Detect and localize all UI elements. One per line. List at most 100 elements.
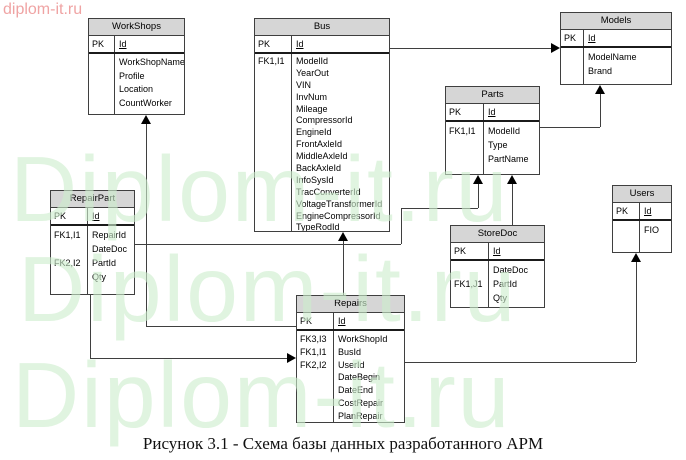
arrowhead-icon-repairs-to-bus [338,232,348,241]
field-name: Type [488,140,508,150]
field-name: Brand [588,66,613,76]
entity-title: Parts [446,87,539,104]
relationship-line-repairs-to-bus [343,241,345,295]
field-name: RepairId [92,230,127,240]
fk-label [258,139,291,151]
pk-field-cell: Id [488,107,496,117]
entity-title: RepairPart [51,191,134,208]
fk-label [454,291,488,305]
relationship-line-bus-to-models [390,48,551,50]
fk-label [449,152,483,166]
pk-field-cell: Id [644,206,652,216]
relationship-line-repairpart-to-parts [478,184,480,208]
field-name: Qty [493,293,508,303]
field-column: FIO [640,221,671,252]
fk-label [258,127,291,139]
key-column [613,221,640,252]
key-column [89,54,115,114]
field-name: VIN [296,79,312,90]
field-name: EngineId [296,127,332,138]
pk-field-cell: Id [338,316,346,326]
arrowhead-icon-repairpart-to-repairs [287,353,296,363]
fk-label [258,199,291,211]
field-name: Location [119,84,154,94]
pk-label-cell: PK [89,36,115,52]
field-name: PartName [488,154,529,164]
relationship-line-repairs-to-workshops [146,124,148,326]
relationship-line-repairpart-to-parts [401,208,478,210]
relationship-line-repairs-to-users [636,262,638,362]
fk-label [258,92,291,104]
fk-label [300,410,333,423]
fk-label: FK1,J1 [454,279,483,289]
field-name: EngineCompressorId [296,210,381,221]
fk-label [300,384,333,397]
entity-title: Repairs [297,296,404,313]
fk-label [564,64,583,78]
fk-label [92,70,114,84]
relationship-line-repairpart-to-repairs [90,358,287,360]
fk-label [258,115,291,127]
field-name: FrontAxleId [296,139,343,150]
fk-label [258,222,291,234]
arrowhead-icon-repairs-to-workshops [141,115,151,124]
pk-field-cell: Id [296,39,304,49]
field-name: ModelName [588,52,637,62]
key-column [561,48,584,84]
field-name: DateDoc [493,265,529,275]
fk-label: FK2,I2 [300,359,327,370]
entity-title: WorkShops [89,19,184,36]
pk-field-cell: Id [493,246,501,256]
arrowhead-icon-repairs-to-users [631,253,641,262]
relationship-line-repairs-to-users [405,362,636,364]
relationship-line-repairpart-to-repairs [90,295,92,358]
relationship-line-storedoc-to-parts [512,184,514,225]
fk-label: FK1,I1 [449,126,476,136]
pk-label-cell: PK [561,30,584,46]
primary-key-row: PK Id [297,313,404,331]
fk-label [258,187,291,199]
fk-label: FK3,I3 [300,334,327,344]
field-name: TracConverterId [296,186,361,197]
fk-label: FK1,I1 [258,56,285,66]
field-name: WorkShopName [119,57,184,67]
fk-label [616,223,639,237]
primary-key-row: PK Id [613,203,671,221]
entity-title: Bus [255,19,389,36]
fk-label: FK2,I2 [54,258,81,268]
field-name: BusId [338,346,362,357]
pk-label-cell: PK [255,36,292,52]
pk-label-cell: PK [613,203,640,219]
field-name: FIO [644,225,659,235]
pk-label-cell: PK [297,313,334,329]
pk-label-cell: PK [446,104,484,120]
entity-title: Users [613,186,671,203]
field-name: YearOut [296,67,329,78]
fk-label [92,56,114,70]
relationship-line-parts-to-models [600,94,602,127]
field-name: PlanRepair [338,410,383,421]
relationship-line-repairs-to-workshops [146,326,296,328]
arrowhead-icon-parts-to-models [595,85,605,94]
field-name: ModelId [296,56,329,66]
fk-label [92,97,114,111]
